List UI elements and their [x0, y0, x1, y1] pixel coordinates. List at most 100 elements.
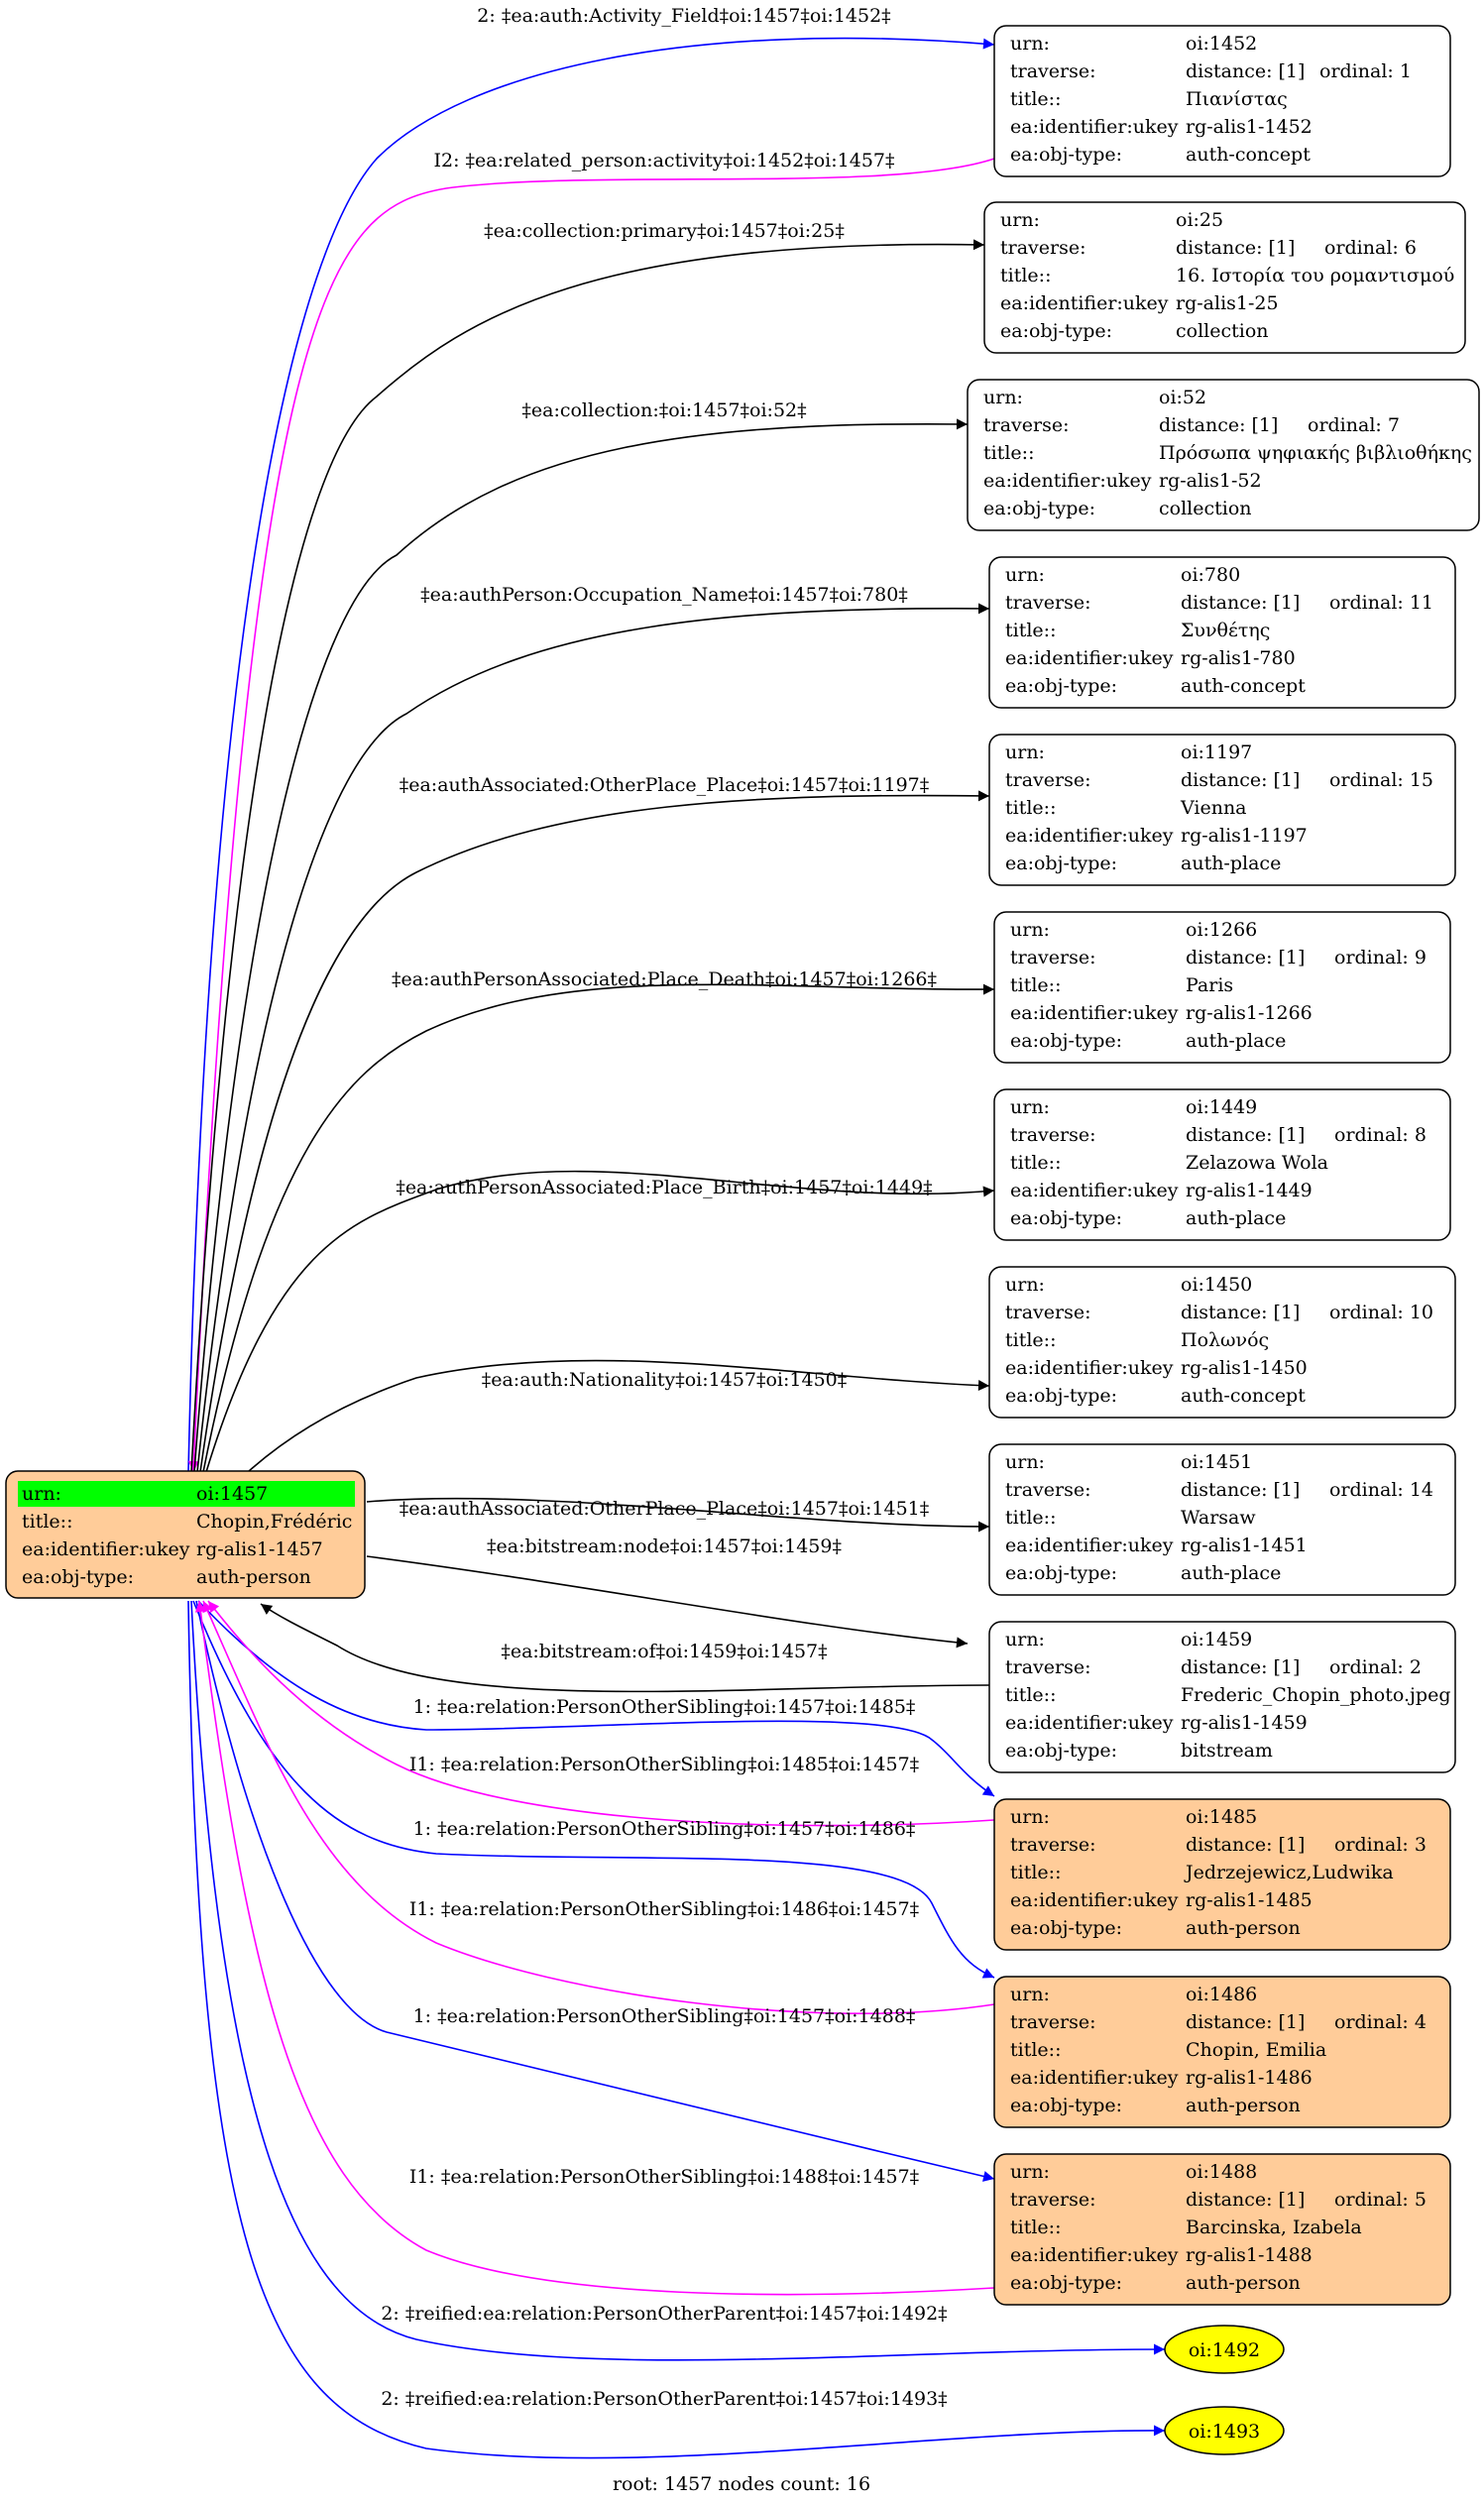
- row-value-ordinal: ordinal: 3: [1334, 1834, 1427, 1856]
- root-urn-highlight: [18, 1481, 355, 1507]
- row-value-title: Jedrzejewicz,Ludwika: [1184, 1862, 1394, 1883]
- row-label-urn: urn:: [1005, 1451, 1045, 1473]
- row-label-type: ea:obj-type:: [1010, 1917, 1122, 1939]
- row-value-title: Πολωνός: [1181, 1329, 1269, 1351]
- row-label-type: ea:obj-type:: [1010, 1030, 1122, 1052]
- root-row-label: ea:identifier:ukey: [22, 1538, 190, 1560]
- row-label-traverse: traverse:: [1010, 60, 1096, 82]
- row-value-type: collection: [1176, 320, 1269, 342]
- row-label-title: title::: [1005, 797, 1056, 819]
- edge-6: [202, 983, 995, 1473]
- row-value-ordinal: ordinal: 2: [1329, 1656, 1422, 1678]
- literal-label: oi:1493: [1189, 2421, 1260, 2443]
- literal-node[interactable]: oi:1492: [1164, 2325, 1285, 2374]
- row-label-ukey: ea:identifier:ukey: [1010, 1180, 1179, 1201]
- row-value-ordinal: ordinal: 8: [1334, 1124, 1427, 1146]
- row-label-type: ea:obj-type:: [1005, 1740, 1117, 1762]
- row-value-ordinal: ordinal: 7: [1308, 414, 1400, 436]
- edge-11: [260, 1603, 990, 1693]
- row-value-ukey: rg-alis1-780: [1181, 647, 1296, 669]
- row-value-urn: oi:1266: [1186, 919, 1257, 941]
- root-row-label: ea:obj-type:: [22, 1566, 134, 1588]
- row-value-urn: oi:52: [1159, 387, 1206, 408]
- row-label-traverse: traverse:: [1005, 1302, 1091, 1323]
- row-label-ukey: ea:identifier:ukey: [1010, 1889, 1179, 1911]
- root-row-value: oi:1457: [196, 1483, 268, 1505]
- row-label-title: title::: [1000, 265, 1051, 286]
- row-value-traverse: distance: [1]: [1186, 60, 1305, 82]
- row-label-type: ea:obj-type:: [1000, 320, 1112, 342]
- row-label-traverse: traverse:: [1005, 769, 1091, 791]
- edge-4: [196, 603, 990, 1473]
- row-label-urn: urn:: [1005, 1629, 1045, 1650]
- row-value-ukey: rg-alis1-1266: [1186, 1002, 1313, 1024]
- row-label-traverse: traverse:: [1005, 592, 1091, 614]
- row-value-type: auth-place: [1186, 1030, 1286, 1052]
- edge-15: [202, 1600, 995, 2015]
- row-value-type: auth-concept: [1186, 144, 1311, 166]
- edge-label: ‡ea:bitstream:node‡oi:1457‡oi:1459‡: [487, 1535, 842, 1557]
- row-value-title: Συνθέτης: [1181, 620, 1270, 641]
- row-value-type: auth-place: [1181, 853, 1281, 874]
- row-label-type: ea:obj-type:: [1010, 2095, 1122, 2116]
- row-label-ukey: ea:identifier:ukey: [1010, 116, 1179, 138]
- row-value-traverse: distance: [1]: [1159, 414, 1278, 436]
- row-value-traverse: distance: [1]: [1181, 769, 1300, 791]
- row-value-traverse: distance: [1]: [1181, 1302, 1300, 1323]
- edge-18: [190, 1600, 1166, 2361]
- row-value-ukey: rg-alis1-1452: [1186, 116, 1313, 138]
- row-value-type: auth-person: [1186, 2095, 1301, 2116]
- row-value-title: Vienna: [1180, 797, 1247, 819]
- row-label-urn: urn:: [1010, 2161, 1050, 2183]
- row-label-type: ea:obj-type:: [983, 498, 1095, 519]
- edge-labels-layer: 2: ‡ea:auth:Activity_Field‡oi:1457‡oi:14…: [381, 5, 947, 2410]
- row-value-ukey: rg-alis1-1459: [1181, 1712, 1308, 1734]
- edge-label: ‡ea:collection:primary‡oi:1457‡oi:25‡: [484, 220, 845, 242]
- row-label-traverse: traverse:: [1010, 2011, 1096, 2033]
- row-value-type: auth-person: [1186, 2272, 1301, 2294]
- edge-label: 2: ‡reified:ea:relation:PersonOtherParen…: [381, 2303, 947, 2325]
- row-label-ukey: ea:identifier:ukey: [1005, 1357, 1174, 1379]
- row-label-urn: urn:: [1005, 741, 1045, 763]
- row-value-ukey: rg-alis1-1488: [1186, 2244, 1313, 2266]
- root-row-value: auth-person: [196, 1566, 311, 1588]
- row-label-urn: urn:: [1010, 1806, 1050, 1828]
- edge-8: [247, 1359, 990, 1473]
- row-value-title: Barcinska, Izabela: [1186, 2217, 1362, 2238]
- row-value-traverse: distance: [1]: [1181, 1479, 1300, 1501]
- row-value-type: auth-place: [1181, 1562, 1281, 1584]
- edge-label: 1: ‡ea:relation:PersonOtherSibling‡oi:14…: [413, 2005, 916, 2027]
- root-row-label: title::: [22, 1511, 72, 1533]
- row-value-type: collection: [1159, 498, 1252, 519]
- row-value-urn: oi:1449: [1186, 1096, 1257, 1118]
- row-value-urn: oi:1488: [1186, 2161, 1257, 2183]
- row-value-type: auth-concept: [1181, 1385, 1306, 1407]
- row-value-title: Frederic_Chopin_photo.jpeg: [1181, 1684, 1451, 1706]
- row-value-ordinal: ordinal: 11: [1329, 592, 1433, 614]
- root-node[interactable]: urn:oi:1457title::Chopin,Frédéricea:iden…: [5, 1470, 366, 1599]
- edge-label: 1: ‡ea:relation:PersonOtherSibling‡oi:14…: [413, 1818, 916, 1840]
- row-label-title: title::: [1010, 974, 1061, 996]
- row-label-ukey: ea:identifier:ukey: [1005, 1712, 1174, 1734]
- row-value-title: Πρόσωπα ψηφιακής βιβλιοθήκης: [1159, 442, 1472, 464]
- root-row-value: Chopin,Frédéric: [196, 1511, 352, 1533]
- row-value-ukey: rg-alis1-1485: [1186, 1889, 1313, 1911]
- row-value-traverse: distance: [1]: [1186, 2011, 1305, 2033]
- edge-label: ‡ea:authAssociated:OtherPlace_Place‡oi:1…: [400, 1498, 930, 1520]
- edge-19: [187, 1600, 1166, 2459]
- literal-node[interactable]: oi:1493: [1164, 2406, 1285, 2455]
- row-value-traverse: distance: [1]: [1186, 2189, 1305, 2211]
